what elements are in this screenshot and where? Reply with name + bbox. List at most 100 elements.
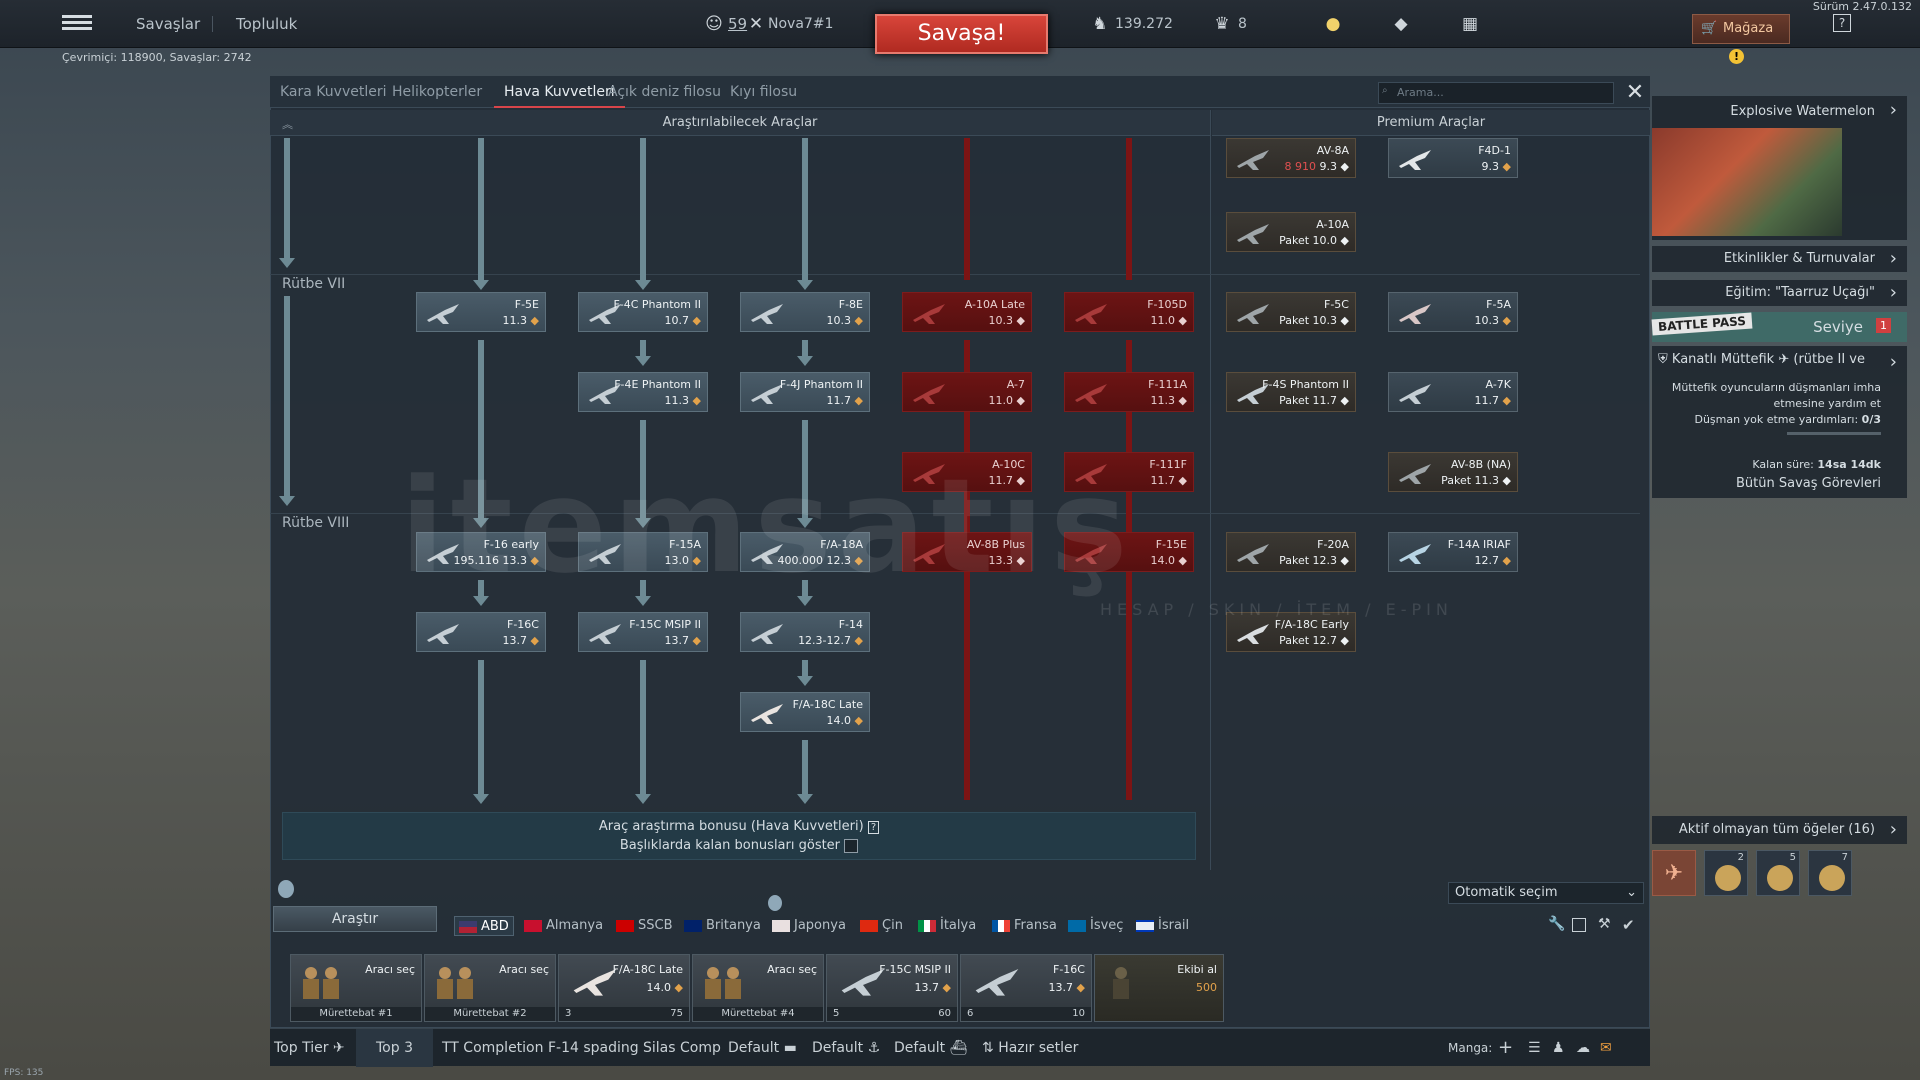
inactive-items-link[interactable]: Aktif olmayan tüm öğeler (16)›	[1652, 816, 1907, 844]
preset-f14-spading[interactable]: F-14 spading	[548, 1040, 639, 1056]
location-pin-icon[interactable]	[768, 895, 782, 911]
preset-tt-completion[interactable]: TT Completion	[442, 1040, 544, 1056]
nation-ussr[interactable]: SSCB	[616, 916, 673, 936]
tab-bluewater[interactable]: Açık deniz filosu	[608, 84, 721, 100]
help-icon[interactable]: ?	[1833, 14, 1851, 32]
community-menu[interactable]: Topluluk	[236, 15, 298, 33]
item-slot[interactable]: 2	[1704, 850, 1748, 896]
list-icon[interactable]: ☰	[1528, 1040, 1541, 1056]
all-battle-tasks-link[interactable]: Bütün Savaş Görevleri	[1736, 476, 1881, 491]
wrench-icon[interactable]: 🔧	[1548, 916, 1566, 932]
contacts-icon[interactable]: ♟	[1552, 1040, 1565, 1056]
checkbox[interactable]	[844, 838, 859, 853]
nation-britain[interactable]: Britanya	[684, 916, 761, 936]
auto-select-dropdown[interactable]: Otomatik seçim⌄	[1448, 882, 1644, 904]
show-bonus-toggle[interactable]: Başlıklarda kalan bonusları göster	[283, 838, 1195, 853]
preset-top-tier[interactable]: Top Tier ✈	[274, 1040, 345, 1056]
item-slot[interactable]: 5	[1756, 850, 1800, 896]
preset-default-2[interactable]: Default ⚓	[812, 1040, 881, 1056]
task-panel[interactable]: ⛨ Kanatlı Müttefik ✈ (rütbe II ve › Mütt…	[1652, 346, 1907, 498]
training-link[interactable]: Eğitim: "Taarruz Uçağı"›	[1652, 280, 1907, 306]
player-name[interactable]: Nova7#1	[768, 16, 834, 32]
research-button[interactable]: Araştır	[273, 906, 437, 932]
shop-button[interactable]: 🛒 Mağaza !	[1692, 14, 1790, 64]
close-icon[interactable]: ✕	[1625, 80, 1645, 105]
event-banner[interactable]: Explosive Watermelon ›	[1652, 96, 1907, 240]
add-squad-icon[interactable]: +	[1498, 1037, 1514, 1058]
help-icon[interactable]: ?	[867, 821, 880, 834]
nation-sweden[interactable]: İsveç	[1068, 916, 1123, 936]
mail-icon[interactable]: ✉	[1600, 1040, 1612, 1056]
events-tournaments-link[interactable]: Etkinlikler & Turnuvalar›	[1652, 246, 1907, 272]
tab-aviation[interactable]: Hava Kuvvetleri	[494, 76, 625, 108]
tab-ground[interactable]: Kara Kuvvetleri	[280, 84, 387, 100]
preset-silas-comp[interactable]: Silas Comp	[643, 1040, 721, 1056]
preset-default-1[interactable]: Default ▬	[728, 1040, 797, 1056]
preset-top-3[interactable]: Top 3	[356, 1029, 433, 1067]
repair-icon[interactable]: ⚒	[1598, 916, 1611, 932]
menu-icon[interactable]	[62, 12, 92, 36]
cube-icon[interactable]: ◆	[1394, 14, 1408, 34]
battle-button[interactable]: Savaşa!	[875, 14, 1048, 54]
coupon-icon[interactable]: ▦	[1461, 14, 1479, 34]
battle-pass-bar[interactable]: BATTLE PASS Seviye 1	[1651, 312, 1907, 342]
chat-icon[interactable]: ☁	[1576, 1040, 1590, 1056]
nation-japan[interactable]: Japonya	[772, 916, 846, 936]
preset-default-3[interactable]: Default ⛴	[894, 1040, 968, 1056]
location-pin-icon[interactable]	[278, 880, 294, 898]
checkbox[interactable]	[1572, 918, 1586, 932]
check-icon[interactable]: ✔	[1622, 916, 1635, 934]
rank-vii-label[interactable]: Rütbe VII	[282, 276, 346, 292]
item-slot[interactable]: 7	[1808, 850, 1852, 896]
avatar-icon[interactable]: ☺	[705, 14, 723, 34]
ready-presets[interactable]: ⇅ Hazır setler	[982, 1040, 1079, 1056]
tab-coastal[interactable]: Kıyı filosu	[730, 84, 798, 100]
rank-viii-label[interactable]: Rütbe VIII	[282, 515, 350, 531]
search-input[interactable]: Arama...	[1378, 82, 1614, 104]
nation-israel[interactable]: İsrail	[1136, 916, 1189, 936]
nation-china[interactable]: Çin	[860, 916, 903, 936]
nation-france[interactable]: Fransa	[992, 916, 1057, 936]
lightbulb-icon[interactable]: ●	[1325, 14, 1341, 34]
item-slot[interactable]: ✈	[1652, 850, 1696, 896]
collapse-icon[interactable]: ︽	[282, 118, 293, 131]
nation-usa[interactable]: ABD	[454, 916, 514, 936]
battles-menu[interactable]: Savaşlar	[136, 15, 201, 33]
vehicle-card-av8b-na[interactable]: AV-8B (NA)Paket 11.3 ◆	[1388, 452, 1518, 492]
tab-helicopters[interactable]: Helikopterler	[392, 84, 483, 100]
